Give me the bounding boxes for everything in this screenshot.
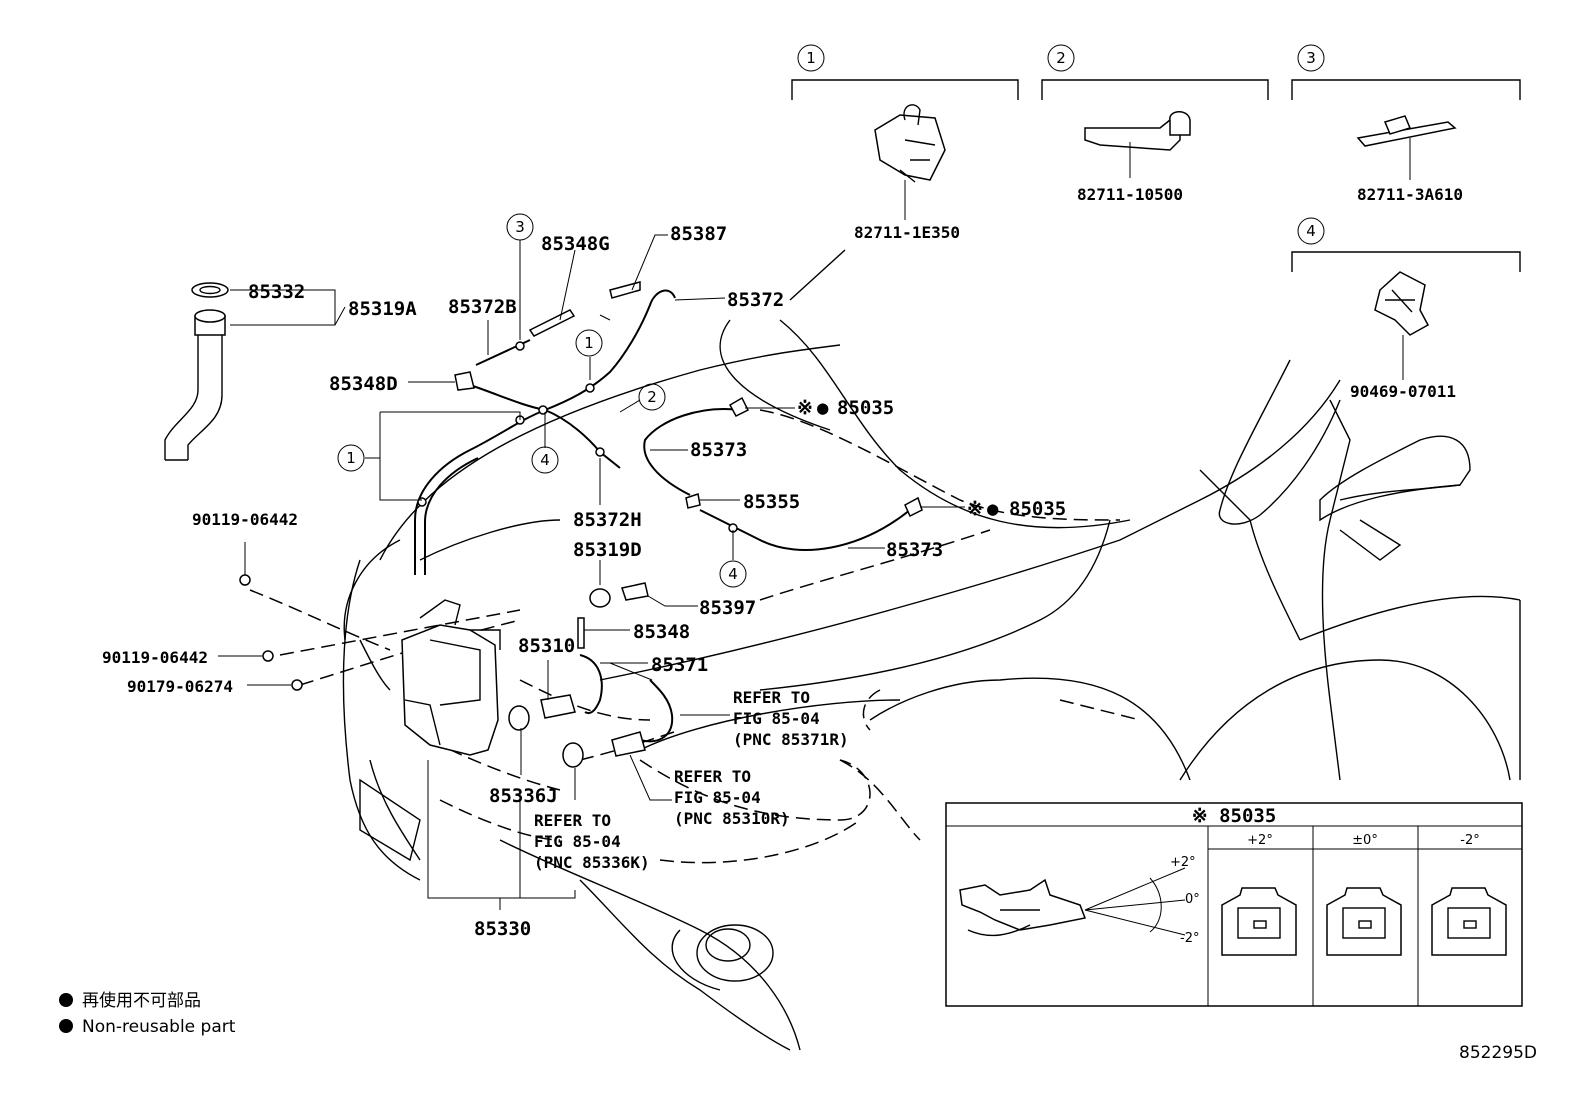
callout-3: 3 xyxy=(515,218,525,236)
nonreusable-mark-2: ● xyxy=(987,498,999,520)
part-85373-lower: 85373 xyxy=(886,539,943,561)
callout-1-top: 1 xyxy=(584,334,594,352)
clip-group-3: 3 82711-3A610 xyxy=(1291,44,1521,204)
legend-jp: 再使用不可部品 xyxy=(82,990,201,1011)
dashed-guides xyxy=(249,409,1141,864)
ref-mark-1: ※ xyxy=(797,397,813,419)
clip-group-2: 2 82711-10500 xyxy=(1041,44,1269,204)
part-85332: 85332 xyxy=(248,281,305,303)
part-85035-lower: 85035 xyxy=(1009,498,1066,520)
part-85319D: 85319D xyxy=(573,539,642,561)
nozzle-front-minus2 xyxy=(1431,887,1507,956)
part-85035-upper: 85035 xyxy=(837,397,894,419)
refer-notes: REFER TO FIG 85-04 (PNC 85371R) REFER TO… xyxy=(534,688,849,872)
clip-part-82711-10500: 82711-10500 xyxy=(1077,185,1183,204)
part-85348: 85348 xyxy=(633,621,690,643)
inset-angle-minus2: -2° xyxy=(1180,931,1199,946)
nonreusable-mark-1: ● xyxy=(817,397,829,419)
nozzle-front-plus2 xyxy=(1221,887,1297,956)
hose-network xyxy=(414,281,923,743)
inset-col-zero: ±0° xyxy=(1352,833,1378,848)
refer-3-line3: (PNC 85336K) xyxy=(534,853,650,872)
part-85330: 85330 xyxy=(474,918,531,940)
part-85348D: 85348D xyxy=(329,373,398,395)
callout-circles: 3 1 1 2 4 4 xyxy=(337,213,747,588)
bolts xyxy=(239,574,303,691)
washer-tank xyxy=(401,599,501,756)
leader-lines xyxy=(218,234,965,910)
part-85397: 85397 xyxy=(699,597,756,619)
bolt-90119-06442-upper: 90119-06442 xyxy=(192,510,298,529)
part-85336J: 85336J xyxy=(489,785,558,807)
bolt-90179-06274: 90179-06274 xyxy=(127,677,233,696)
nozzle-angle-inset: ※ 85035 +2° ±0° -2° +2° 0° -2° xyxy=(945,802,1523,1007)
refer-3-line2: FIG 85-04 xyxy=(534,832,621,851)
diagram-id: 852295D xyxy=(1459,1043,1537,1063)
clip-part-90469-07011: 90469-07011 xyxy=(1350,382,1456,401)
part-85319A: 85319A xyxy=(348,298,417,320)
part-85310: 85310 xyxy=(518,635,575,657)
clip-group-1-number: 1 xyxy=(806,49,816,67)
callout-1-left: 1 xyxy=(346,449,356,467)
part-85371: 85371 xyxy=(651,654,708,676)
clip-group-3-number: 3 xyxy=(1306,49,1316,67)
refer-2-line3: (PNC 85310R) xyxy=(674,809,790,828)
clip-part-82711-1E350: 82711-1E350 xyxy=(854,223,960,242)
legend-en: Non-reusable part xyxy=(82,1017,236,1037)
refer-2-line1: REFER TO xyxy=(674,767,751,786)
part-85355: 85355 xyxy=(743,491,800,513)
part-85373-upper: 85373 xyxy=(690,439,747,461)
inset-title: ※ 85035 xyxy=(1192,805,1277,827)
refer-2-line2: FIG 85-04 xyxy=(674,788,761,807)
clip-group-1: 1 82711-1E350 xyxy=(791,44,1019,242)
clip-group-4: 4 90469-07011 xyxy=(1291,217,1521,401)
filler-neck-assembly: 85332 85319A xyxy=(164,281,417,461)
refer-1-line1: REFER TO xyxy=(733,688,810,707)
callout-4-low: 4 xyxy=(728,565,738,583)
ref-mark-2: ※ xyxy=(967,498,983,520)
nozzle-front-zero xyxy=(1326,887,1402,956)
callout-4-mid: 4 xyxy=(540,451,550,469)
legend: 再使用不可部品 Non-reusable part xyxy=(59,990,236,1037)
part-labels: 85348G 85387 85372B 85372 85348D ※ ● 850… xyxy=(102,223,1066,940)
inset-col-plus2: +2° xyxy=(1247,833,1273,848)
clip-group-4-number: 4 xyxy=(1306,222,1316,240)
inset-col-minus2: -2° xyxy=(1460,833,1479,848)
part-85372: 85372 xyxy=(727,289,784,311)
part-85348G: 85348G xyxy=(541,233,610,255)
pumps-and-grommets xyxy=(508,582,649,768)
inset-angle-plus2: +2° xyxy=(1170,855,1196,870)
refer-3-line1: REFER TO xyxy=(534,811,611,830)
part-85387: 85387 xyxy=(670,223,727,245)
car-body-outline xyxy=(342,249,1521,1051)
refer-1-line3: (PNC 85371R) xyxy=(733,730,849,749)
callout-2: 2 xyxy=(647,388,657,406)
part-85372H: 85372H xyxy=(573,509,642,531)
clip-group-2-number: 2 xyxy=(1056,49,1066,67)
part-85372B: 85372B xyxy=(448,296,517,318)
inset-angle-zero: 0° xyxy=(1185,892,1200,907)
refer-1-line2: FIG 85-04 xyxy=(733,709,820,728)
bolt-90119-06442-lower: 90119-06442 xyxy=(102,648,208,667)
clip-part-82711-3A610: 82711-3A610 xyxy=(1357,185,1463,204)
